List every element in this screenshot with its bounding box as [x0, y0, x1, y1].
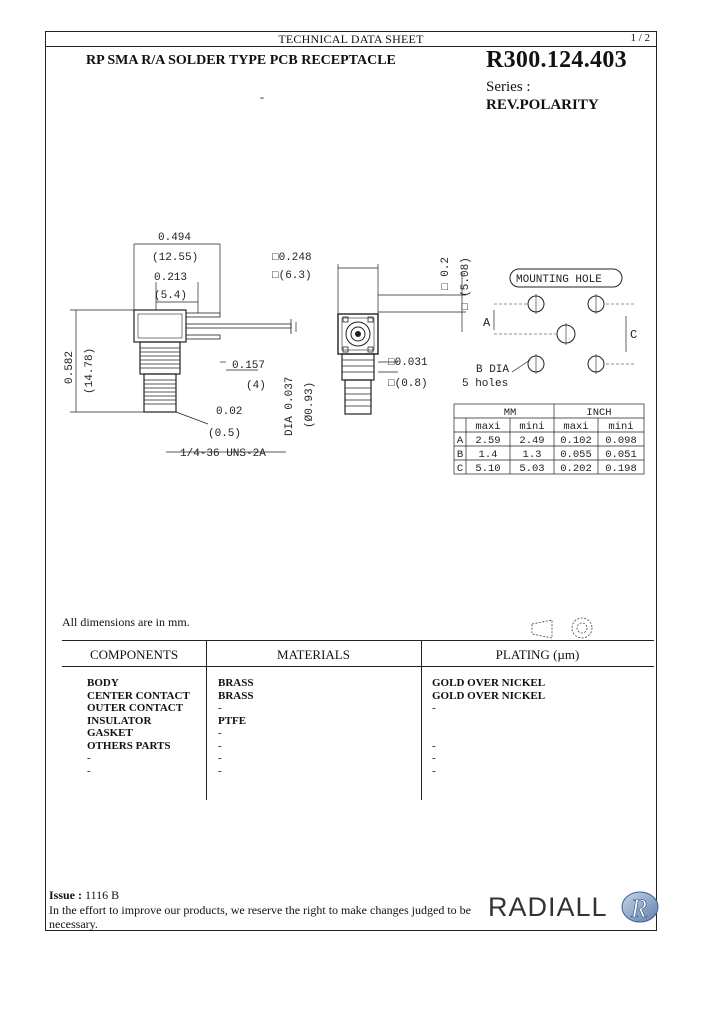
component-cell: - [87, 764, 91, 777]
dim-sq0031: □0.031 [388, 357, 428, 369]
dim-54: (5.4) [154, 290, 187, 302]
technical-drawing: 0.494 (12.55) 0.213 (5.4) 0.582 (14.78) … [64, 232, 645, 475]
dim-0582: 0.582 [64, 351, 76, 384]
series-label: Series : [486, 79, 531, 95]
plating-cell: GOLD OVER NICKEL [432, 677, 546, 689]
front-view-dimension-lines [337, 264, 466, 373]
header-divider [46, 46, 656, 47]
header-title: TECHNICAL DATA SHEET [278, 32, 424, 46]
disclaimer-note: In the effort to improve our products, w… [49, 903, 471, 931]
dim-table-row-label: B [457, 449, 463, 461]
dim-table-subheader: maxi [563, 421, 588, 433]
dim-table-subheader: mini [519, 421, 544, 433]
dim-table-row-label: A [457, 435, 464, 447]
material-cell: BRASS [218, 677, 254, 689]
mounting-hole-label: MOUNTING HOLE [516, 274, 602, 286]
thread-spec: 1/4-36 UNS-2A [180, 448, 266, 460]
dim-sq02: □ 0.2 [440, 257, 452, 290]
dim-table-header-mm: MM [504, 407, 517, 419]
material-cell: BRASS [218, 689, 254, 702]
col-header-components: COMPONENTS [89, 647, 179, 662]
dim-table-cell: 1.3 [523, 449, 542, 461]
dim-table-cell: 2.59 [475, 435, 500, 447]
page-number: 1 / 2 [630, 32, 650, 44]
dim-0157: 0.157 [232, 360, 265, 372]
component-cell: CENTER CONTACT [87, 689, 190, 702]
materials-table-header-rule [62, 666, 654, 667]
dim-dia0037: DIA 0.037 [284, 377, 296, 436]
dimension-table [453, 403, 645, 475]
dim-05: (0.5) [208, 428, 241, 440]
radiall-logo-mark-icon: R [621, 891, 659, 923]
material-cell: - [218, 739, 222, 752]
logo-mark-letter: R [630, 894, 647, 923]
issue-value: 1116 B [85, 888, 120, 902]
datasheet-frame: TECHNICAL DATA SHEET 1 / 2 RP SMA R/A SO… [45, 31, 659, 931]
dim-sq63: □(6.3) [272, 270, 312, 282]
dim-table-subheader: mini [608, 421, 633, 433]
dim-sq0248: □0.248 [272, 252, 312, 264]
mounting-dim-a: A [483, 316, 491, 330]
dim-table-cell: 0.102 [560, 435, 592, 447]
mounting-hole-diagram [493, 268, 636, 374]
component-cell: INSULATOR [87, 714, 152, 727]
materials-col-divider-1 [206, 640, 207, 800]
product-title: RP SMA R/A SOLDER TYPE PCB RECEPTACLE [86, 53, 396, 68]
material-cell: - [218, 702, 222, 714]
dim-4: (4) [246, 380, 266, 392]
dim-table-cell: 1.4 [479, 449, 498, 461]
dimensions-note: All dimensions are in mm. [62, 615, 190, 629]
component-cell: OTHERS PARTS [87, 739, 171, 752]
dim-table-cell: 5.03 [519, 463, 544, 475]
component-cell: BODY [87, 677, 119, 689]
connector-side-view [133, 309, 292, 413]
dim-table-cell: 0.055 [560, 449, 592, 461]
dim-table-header-inch: INCH [586, 407, 611, 419]
dim-table-row-label: C [457, 463, 463, 475]
dim-dia093: (Ø0.93) [304, 382, 316, 428]
series-value: REV.POLARITY [486, 97, 599, 113]
material-cell: - [218, 752, 222, 764]
dim-0494: 0.494 [158, 232, 191, 244]
col-header-materials: MATERIALS [277, 647, 350, 662]
dim-table-cell: 0.202 [560, 463, 592, 475]
mounting-b-dia: B DIA [476, 364, 509, 376]
material-cell: - [218, 727, 222, 739]
dim-sq508: □ (5.08) [460, 257, 472, 310]
material-cell: - [218, 764, 222, 777]
dim-002: 0.02 [216, 406, 242, 418]
product-subtitle: - [260, 90, 264, 104]
component-cell: - [87, 752, 91, 764]
dim-table-cell: 0.051 [605, 449, 637, 461]
mounting-holes-count: 5 holes [462, 378, 508, 390]
issue-label: Issue : [49, 888, 83, 902]
plating-cell: - [432, 752, 436, 764]
component-cell: GASKET [87, 727, 133, 739]
mounting-dim-c: C [630, 328, 637, 342]
material-cell: PTFE [218, 714, 247, 727]
issue-line: Issue : 1116 B [49, 888, 119, 903]
dim-sq08: □(0.8) [388, 378, 428, 390]
connector-front-view [337, 313, 379, 415]
part-number: R300.124.403 [486, 47, 627, 73]
radiall-logo: RADIALL [488, 892, 608, 922]
dim-table-cell: 0.098 [605, 435, 637, 447]
component-cell: OUTER CONTACT [87, 702, 184, 714]
materials-col-divider-2 [421, 640, 422, 800]
dim-table-subheader: maxi [475, 421, 500, 433]
dim-1478: (14.78) [84, 348, 96, 394]
plating-cell: GOLD OVER NICKEL [432, 689, 546, 702]
materials-table-top-rule [62, 640, 654, 641]
dim-table-cell: 0.198 [605, 463, 637, 475]
dim-table-cell: 2.49 [519, 435, 544, 447]
dim-1255: (12.55) [152, 252, 198, 264]
projection-symbol-icon [531, 617, 593, 639]
col-header-plating: PLATING (µm) [495, 647, 580, 662]
dim-0213: 0.213 [154, 272, 187, 284]
plating-cell: - [432, 764, 436, 777]
side-view-dimension-lines [70, 243, 297, 453]
plating-cell: - [432, 702, 436, 714]
plating-cell: - [432, 739, 436, 752]
dim-table-cell: 5.10 [475, 463, 500, 475]
